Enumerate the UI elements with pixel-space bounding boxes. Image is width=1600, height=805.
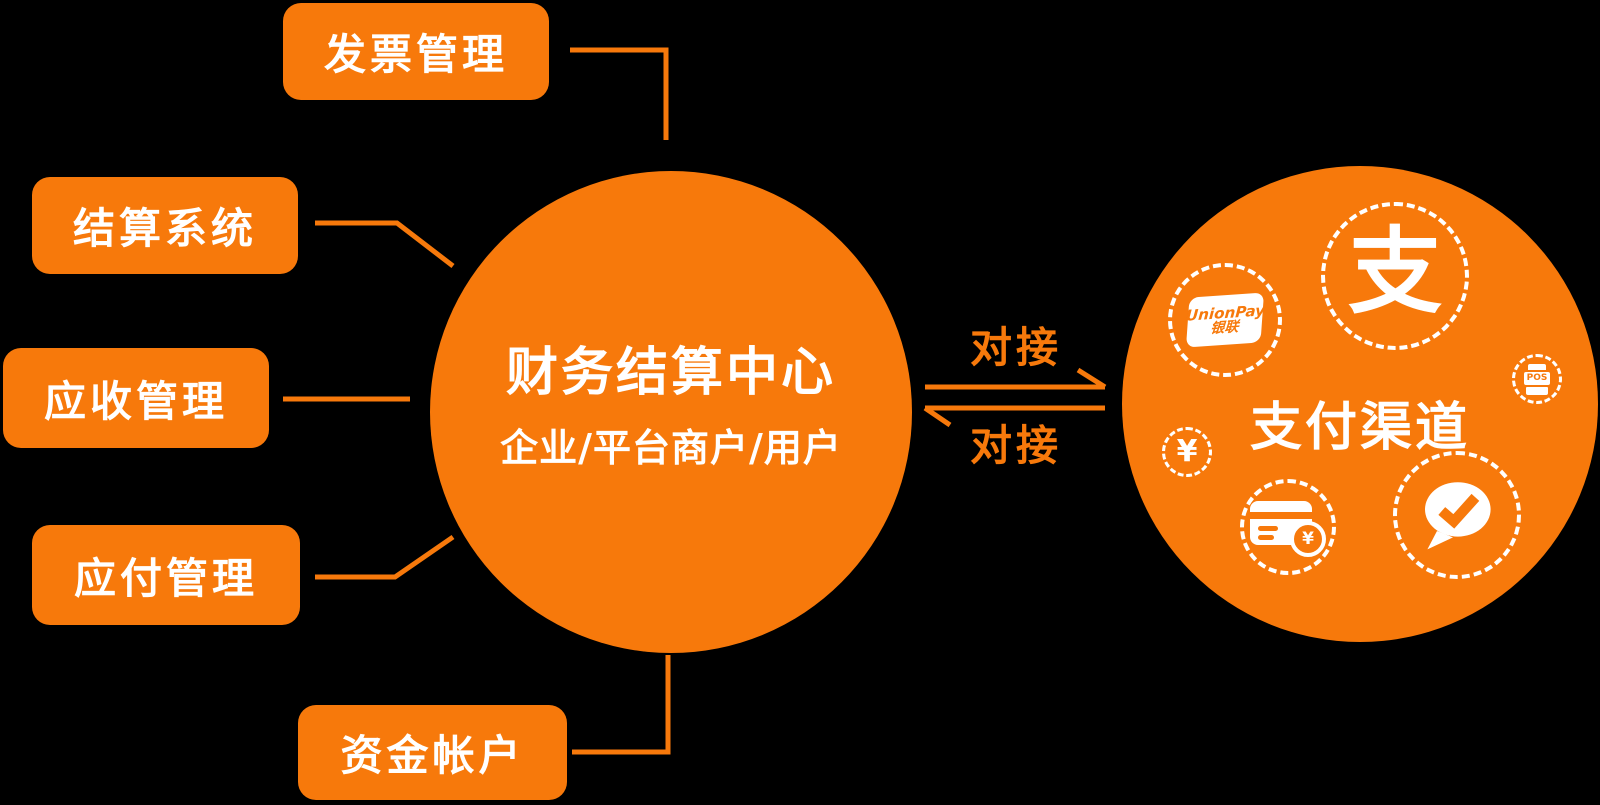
module-box-settlement-system: 结算系统 [32, 177, 298, 274]
wechat-pay-icon [1393, 451, 1521, 579]
pos-screen: POS [1524, 371, 1550, 385]
module-box-invoice: 发票管理 [283, 3, 549, 100]
bank-card-yuan-badge: ¥ [1290, 521, 1326, 557]
pos-icon: POS [1512, 354, 1562, 404]
module-box-receivables: 应收管理 [3, 348, 269, 448]
pos-base [1526, 386, 1548, 395]
alipay-glyph: 支 [1347, 218, 1442, 327]
center-subtitle: 企业/平台商户/用户 [500, 426, 842, 470]
connector-invoice [570, 47, 669, 140]
link-label-outbound: 对接 [969, 323, 1062, 372]
badge-glyph: ¥ [1302, 528, 1314, 549]
module-label: 应收管理 [43, 376, 228, 426]
module-label: 发票管理 [323, 30, 508, 79]
bank-card-line [1258, 526, 1278, 531]
link-label-inbound: 对接 [969, 421, 1062, 470]
payment-channels-circle: UnionPay 银联 支 POS ¥ [1122, 166, 1598, 642]
pos-terminal: POS [1524, 363, 1550, 395]
module-box-funds-account: 资金帐户 [298, 705, 567, 800]
wechat-bubble [1425, 482, 1491, 550]
pos-label: POS [1526, 372, 1548, 383]
bank-card-stripe [1250, 512, 1312, 519]
module-label: 资金帐户 [340, 731, 525, 780]
arrow-right-icon [925, 367, 1107, 390]
yuan-glyph: ¥ [1176, 434, 1198, 469]
bank-card-line [1258, 535, 1274, 540]
alipay-icon: 支 [1321, 202, 1469, 350]
unionpay-card: UnionPay 银联 [1185, 292, 1266, 348]
module-label: 结算系统 [72, 204, 257, 253]
bank-card: ¥ [1250, 497, 1326, 557]
module-box-payables: 应付管理 [32, 525, 300, 625]
connector-payables [315, 534, 455, 580]
bank-card-icon: ¥ [1240, 479, 1336, 575]
pos-receipt [1528, 363, 1546, 370]
connector-funds [572, 655, 671, 755]
module-label: 应付管理 [73, 553, 258, 603]
unionpay-cn-wordmark: 银联 [1209, 318, 1240, 337]
settlement-center-circle: 财务结算中心 企业/平台商户/用户 [430, 171, 912, 653]
yuan-icon: ¥ [1162, 427, 1212, 477]
center-title: 财务结算中心 [505, 343, 836, 403]
connector-settlement [315, 220, 455, 268]
payment-title: 支付渠道 [1249, 398, 1470, 458]
unionpay-icon: UnionPay 银联 [1168, 263, 1282, 377]
